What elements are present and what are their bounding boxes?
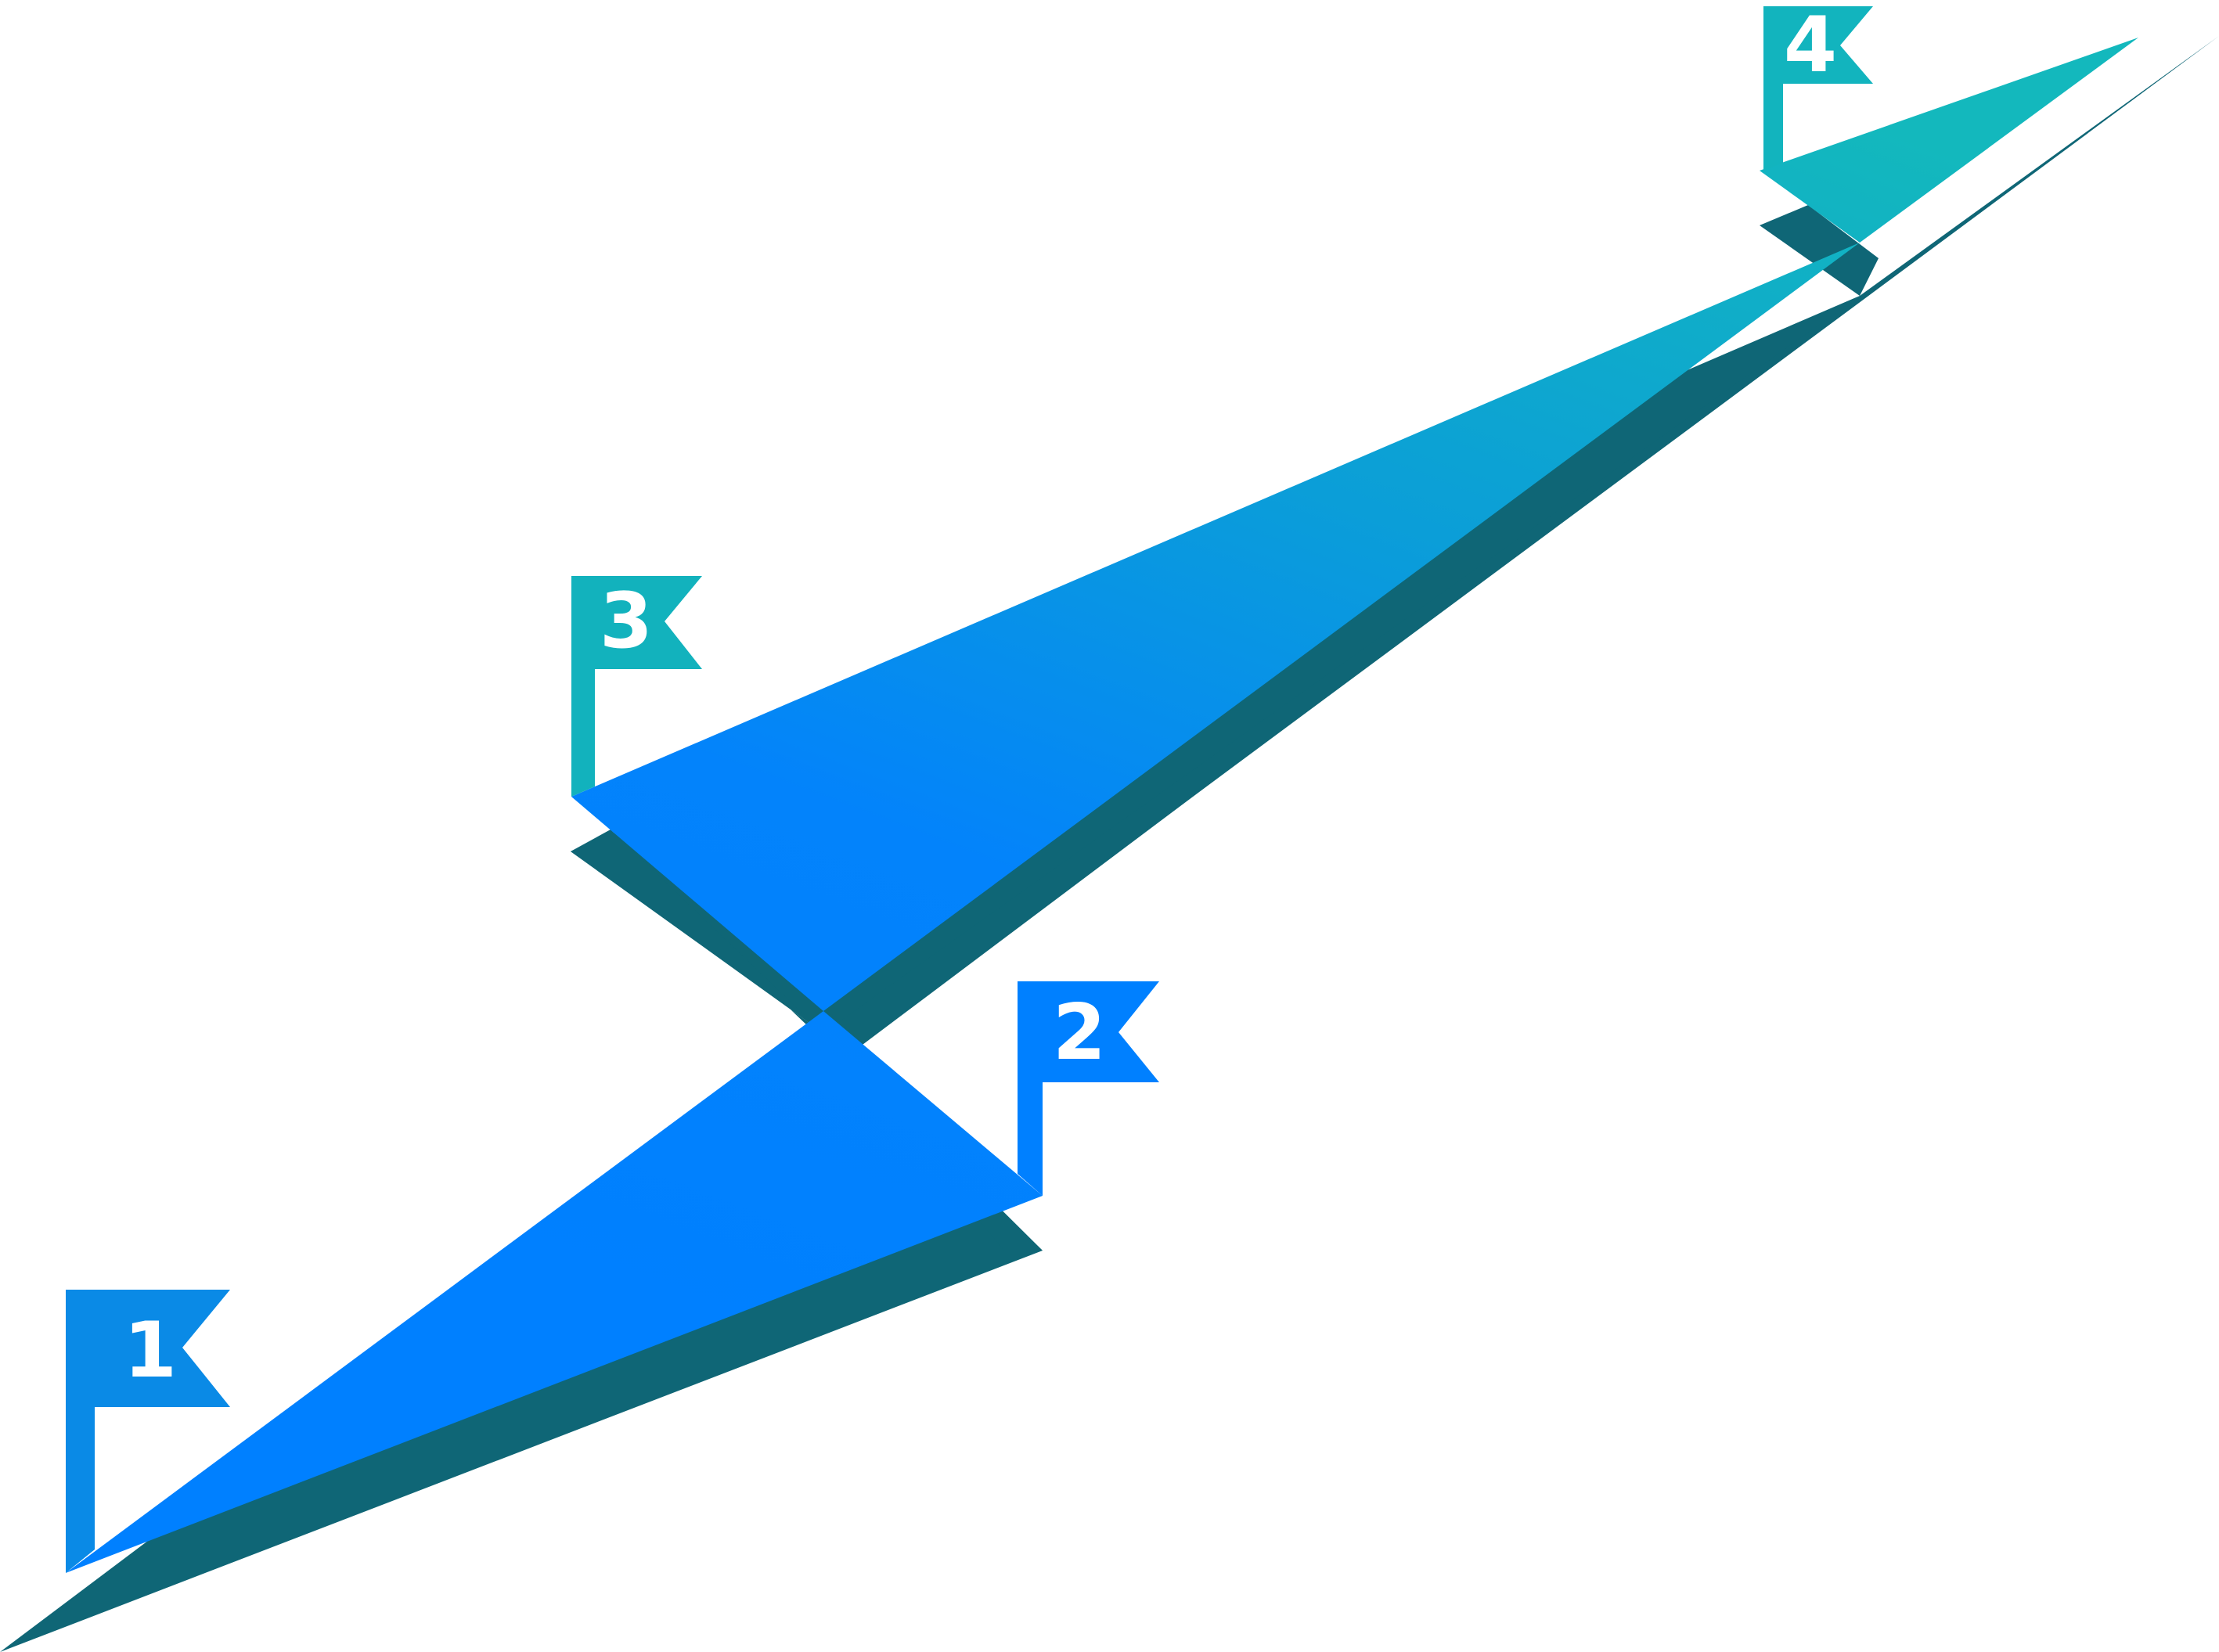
shadow-segment-4 (823, 36, 2219, 1053)
flag-2-shape (1018, 981, 1159, 1196)
flag-1-shape (66, 1290, 230, 1573)
flag-1-label: 1 (124, 1306, 177, 1395)
flag-3-shape (571, 576, 702, 797)
ribbon-segment-1 (66, 1011, 1043, 1573)
zigzag-ribbon (66, 38, 2138, 1573)
flag-step-1: 1 (66, 1290, 230, 1573)
ribbon-segment-2 (571, 243, 1860, 1011)
shadow-segment-5 (1760, 205, 1879, 296)
flag-step-3: 3 (571, 576, 702, 797)
ribbon-segment-3 (1760, 38, 2138, 243)
flag-step-2: 2 (1018, 981, 1159, 1196)
flag-step-4: 4 (1763, 1, 1873, 171)
shadow-segment-3 (571, 830, 823, 1033)
flag-4-label: 4 (1784, 1, 1837, 90)
flag-2-label: 2 (1053, 988, 1106, 1078)
flag-4-shape (1763, 6, 1873, 171)
flag-3-label: 3 (600, 577, 653, 666)
